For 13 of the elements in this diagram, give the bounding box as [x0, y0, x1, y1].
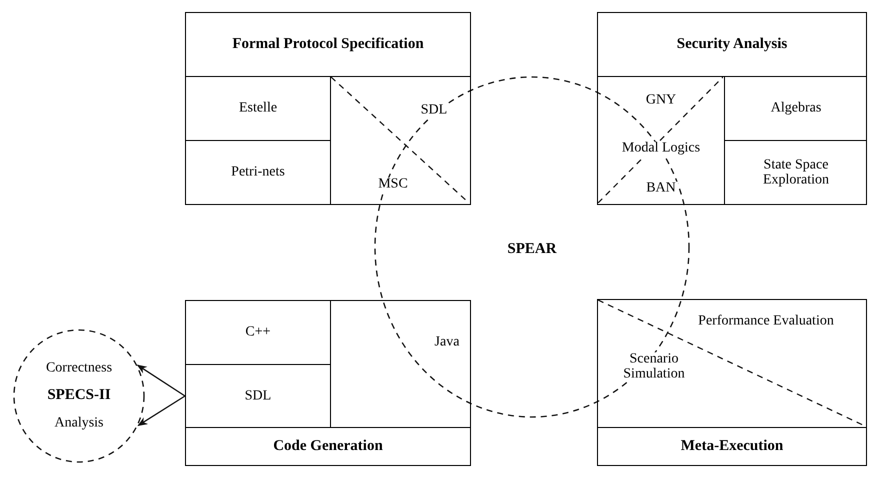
category-panel [185, 12, 471, 205]
item-label: MSC [376, 178, 410, 192]
item-label: Analysis [52, 416, 106, 432]
heading-text: Security Analysis [674, 37, 790, 53]
category-panel [597, 299, 867, 466]
arrow [136, 364, 186, 397]
item-label: SDL [418, 104, 450, 118]
item-label: Algebras [768, 102, 824, 116]
category-panel [185, 300, 471, 466]
heading-text: Formal Protocol Specification [230, 37, 426, 53]
arrow [137, 395, 186, 426]
category-panel [597, 12, 867, 205]
item-label: Modal Logics [620, 142, 702, 156]
